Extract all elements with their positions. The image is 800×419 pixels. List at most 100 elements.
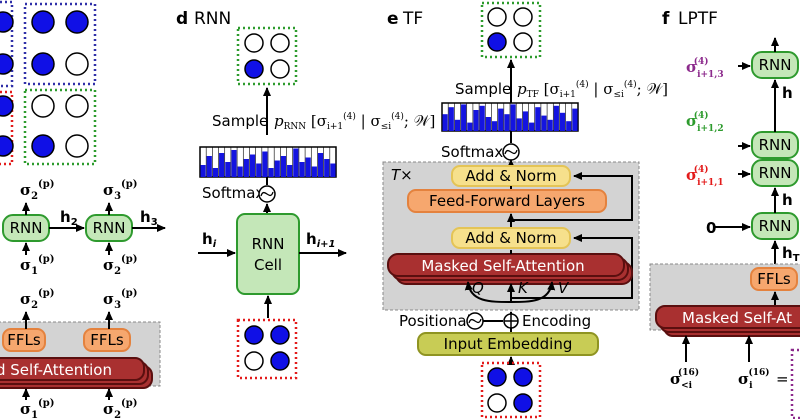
- prob-strip-bar: [311, 166, 317, 177]
- k-label: K: [518, 279, 529, 297]
- prob-strip-bar: [330, 163, 336, 177]
- spin-up: [0, 135, 14, 157]
- sigma-i1-1-label: σi+1,1(4): [686, 164, 724, 188]
- prob-strip-bar: [256, 163, 262, 177]
- prob-strip-bar: [547, 119, 553, 131]
- equals-sign: =: [776, 370, 789, 388]
- ffl-box: [407, 189, 607, 213]
- sigma-2c-label: σ2(p): [20, 288, 55, 311]
- sigma-2d-label: σ2(p): [103, 398, 138, 419]
- panel-title-f: LPTF: [678, 9, 718, 29]
- prob-strip-bar: [504, 114, 510, 131]
- prob-strip-bar: [448, 107, 454, 131]
- lptf-h-label: h: [782, 84, 793, 102]
- input-grid-red: [480, 361, 542, 419]
- lptf-ffl-label: FFLs: [757, 270, 791, 288]
- output-grid-green: [236, 26, 298, 86]
- prob-strip-bar: [572, 108, 578, 131]
- prob-strip-bar: [305, 157, 311, 177]
- spin-up: [244, 59, 264, 79]
- spin-up: [31, 134, 55, 158]
- panel-letter-d: d: [176, 9, 188, 29]
- lptf-ffl-box: [750, 267, 798, 291]
- left-rnn-label: RNN: [93, 219, 126, 237]
- prob-strip-bar: [473, 110, 479, 131]
- panel-e-tf: e TF Sample pTF [σi+1(4) | σ≤i(4); 𝒲] So…: [382, 1, 668, 419]
- prob-strip-bar: [566, 121, 572, 131]
- sigma-lt-i-label: σ<i(16): [670, 367, 699, 391]
- input-embedding-label: Input Embedding: [444, 335, 573, 353]
- rnn-sample-label: Sample: [212, 112, 268, 130]
- positional-label: Positional: [399, 312, 471, 330]
- prob-strip-bar: [317, 153, 324, 177]
- prob-strip-bar: [461, 104, 467, 131]
- input-grid-red: [236, 318, 298, 380]
- panel-title-e: TF: [402, 9, 423, 29]
- input-embedding-box: [417, 332, 599, 356]
- spin-up: [513, 393, 533, 413]
- msa-layer: [387, 253, 625, 277]
- spin-down: [513, 7, 533, 27]
- prob-strip-bar: [249, 154, 256, 177]
- rnn-cell-line1: RNN: [252, 235, 285, 253]
- panel-f-lptf: f LPTF RNN RNN RNN RNN h h hT 0 σi+1,3(4…: [649, 9, 800, 419]
- h-i1-label: hi+1: [306, 230, 335, 250]
- lptf-msa-label: Masked Self-At: [682, 309, 792, 327]
- prob-strip-bar: [212, 168, 219, 177]
- sigma-1-label: σ1(p): [20, 254, 55, 277]
- spin-down: [487, 7, 507, 27]
- ffl-label: Feed-Forward Layers: [429, 192, 585, 210]
- lptf-hT-label: hT: [782, 244, 800, 264]
- prob-strip-bar: [299, 162, 305, 177]
- lptf-attn-layer: [655, 305, 800, 329]
- grid-blue: [23, 2, 97, 86]
- rnn-prob-expr: pRNN [σi+1(4) | σ≤i(4); 𝒲]: [274, 111, 435, 132]
- spin-down: [513, 32, 533, 52]
- zero-input: 0: [706, 219, 716, 237]
- spin-up: [270, 351, 290, 371]
- sigma-3c-label: σ3(p): [103, 288, 138, 311]
- left-panel: RNN RNN h2 h3 σ2(p) σ3(p) σ1(p) σ2(p) d …: [0, 0, 166, 419]
- sigma-1c-label: σ1(p): [20, 398, 55, 419]
- prob-strip-bar: [498, 108, 504, 131]
- prob-strip-bar: [200, 165, 206, 177]
- tf-prob-strip: [441, 102, 579, 132]
- sigma-2-label: σ2(p): [20, 179, 55, 202]
- sigma-i1-2-label: σi+1,2(4): [686, 110, 724, 134]
- prob-strip-bar: [535, 107, 541, 131]
- spin-down: [487, 393, 507, 413]
- left-attn-layer: [0, 357, 145, 381]
- prob-strip-bar: [529, 122, 535, 131]
- rnn-cell-box: [236, 213, 300, 295]
- panel-letter-f: f: [662, 9, 670, 29]
- spin-down: [65, 52, 89, 76]
- spin-up: [31, 10, 55, 34]
- add-norm-top-label: Add & Norm: [465, 167, 556, 185]
- spin-down: [270, 59, 290, 79]
- spin-up: [244, 325, 264, 345]
- spin-up: [0, 95, 14, 117]
- prob-strip-bar: [231, 150, 237, 177]
- tf-softmax-label: Softmax: [441, 143, 503, 161]
- spin-down: [244, 33, 264, 53]
- sigma-i-label: σi(16): [738, 367, 770, 391]
- sigma-i1-3-label: σi+1,3(4): [686, 56, 724, 80]
- prob-strip-bar: [485, 117, 491, 131]
- spin-up: [270, 325, 290, 345]
- lptf-grid-purple-partial: [790, 348, 800, 419]
- h2-label: h2: [60, 208, 78, 228]
- prob-strip-bar: [467, 122, 473, 131]
- left-ffl-label: FFLs: [90, 331, 124, 349]
- lptf-rnn-label: RNN: [759, 136, 792, 154]
- prob-strip-bar: [479, 105, 485, 131]
- prob-strip-bar: [559, 112, 566, 131]
- v-label: V: [558, 279, 570, 297]
- lptf-h-label: h: [782, 191, 793, 209]
- h3-label: h3: [140, 208, 158, 228]
- prob-strip-bar: [219, 153, 225, 177]
- q-label: Q: [472, 279, 484, 297]
- rnn-prob-strip: [199, 146, 337, 178]
- prob-strip-bar: [268, 168, 274, 177]
- rnn-softmax-label: Softmax: [202, 184, 264, 202]
